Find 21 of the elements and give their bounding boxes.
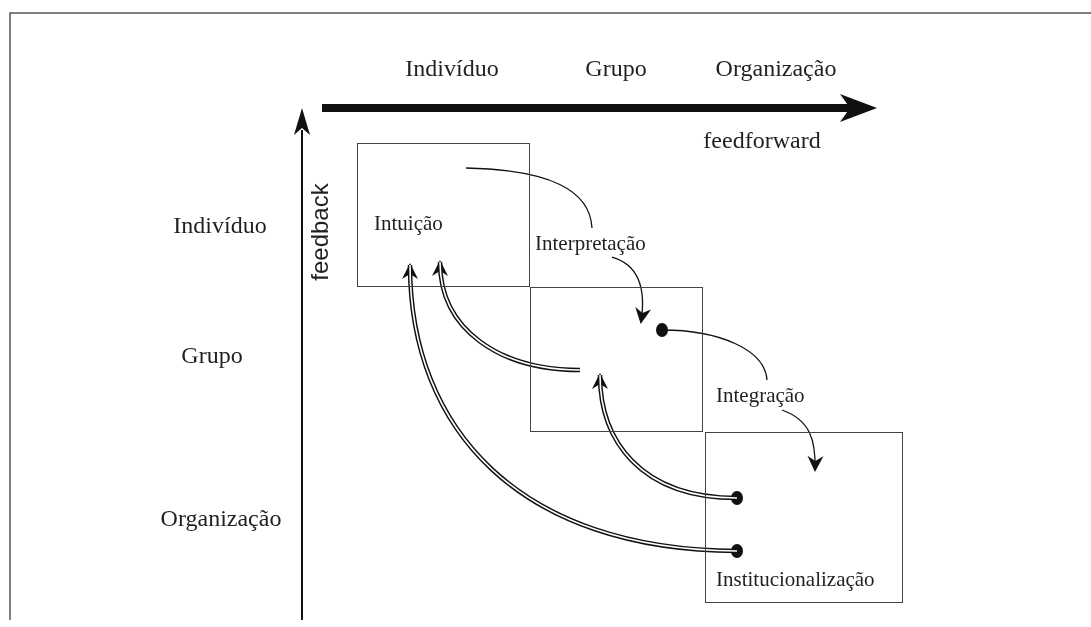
stage-label: Interpretação (535, 228, 685, 258)
level-box (530, 287, 703, 432)
arrow (611, 256, 651, 324)
connector-line (465, 167, 593, 229)
level-label: Grupo (181, 341, 243, 369)
double-line-arrow (592, 373, 743, 505)
double-line-arrow (433, 260, 581, 373)
box-title: Institucionalização (716, 566, 875, 592)
level-label: Indivíduo (173, 211, 267, 239)
level-label: Organização (715, 54, 837, 82)
stage-label: Integração (716, 380, 836, 410)
level-box (357, 143, 530, 287)
axis-label: feedback (306, 183, 334, 281)
level-label: Indivíduo (405, 54, 499, 82)
level-box (705, 432, 903, 603)
level-label: Organização (160, 504, 282, 532)
arrow (781, 409, 824, 472)
axis-label: feedforward (703, 126, 821, 154)
box-title: Intuição (374, 210, 443, 236)
level-label: Grupo (585, 54, 647, 82)
double-line-arrow (402, 263, 743, 558)
